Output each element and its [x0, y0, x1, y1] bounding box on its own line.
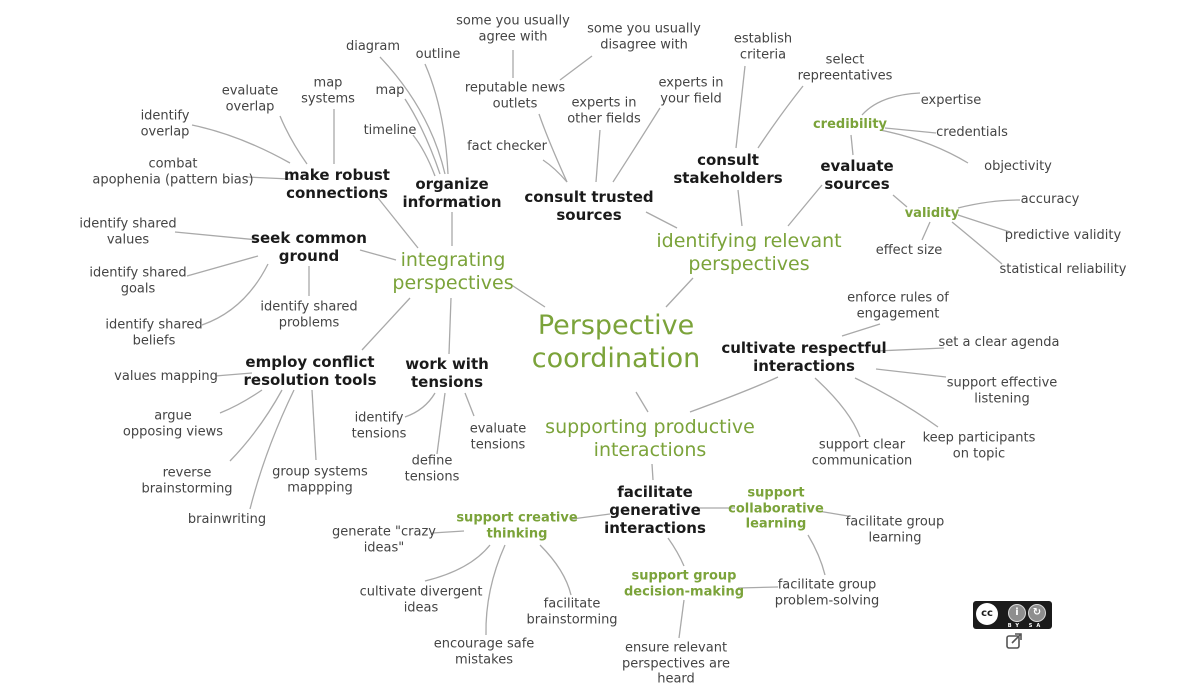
leaf-support-effective-listening[interactable]: support effective listening: [946, 375, 1058, 406]
leaf-predictive-validity[interactable]: predictive validity: [1004, 228, 1122, 244]
leaf-group-systems-mapping[interactable]: group systems mappping: [272, 464, 368, 495]
node-employ-conflict-resolution-tools[interactable]: employ conflict resolution tools: [243, 353, 377, 389]
node-credibility[interactable]: credibility: [812, 117, 888, 133]
leaf-map-systems[interactable]: map systems: [301, 75, 355, 106]
leaf-credentials[interactable]: credentials: [936, 125, 1008, 141]
leaf-facilitate-group-problem-solving[interactable]: facilitate group problem-solving: [774, 577, 880, 608]
leaf-enforce-rules-of-engagement[interactable]: enforce rules of engagement: [847, 290, 949, 321]
leaf-objectivity[interactable]: objectivity: [984, 159, 1052, 175]
branch-supporting-productive-interactions[interactable]: supporting productive interactions: [545, 416, 755, 461]
leaf-reverse-brainstorming[interactable]: reverse brainstorming: [141, 465, 233, 496]
branch-integrating-perspectives[interactable]: integrating perspectives: [392, 249, 514, 294]
leaf-outline[interactable]: outline: [415, 47, 461, 63]
node-support-creative-thinking[interactable]: support creative thinking: [456, 510, 578, 541]
central-topic[interactable]: Perspective coordination: [531, 310, 701, 374]
attribution-icon: i: [1008, 604, 1026, 622]
by-label: BY: [1007, 623, 1023, 629]
leaf-encourage-safe-mistakes[interactable]: encourage safe mistakes: [433, 636, 535, 667]
node-organize-information[interactable]: organize information: [402, 175, 502, 211]
node-cultivate-respectful-interactions[interactable]: cultivate respectful interactions: [721, 339, 887, 375]
leaf-generate-crazy-ideas[interactable]: generate "crazy ideas": [332, 524, 436, 555]
leaf-facilitate-brainstorming[interactable]: facilitate brainstorming: [526, 596, 618, 627]
license-terms-text: BY SA: [1003, 623, 1049, 629]
creative-commons-by-sa-icon[interactable]: cc i ↻ BY SA: [973, 601, 1052, 629]
leaf-define-tensions[interactable]: define tensions: [404, 453, 460, 484]
leaf-brainwriting[interactable]: brainwriting: [187, 512, 267, 528]
leaf-expertise[interactable]: expertise: [920, 93, 982, 109]
leaf-argue-opposing-views[interactable]: argue opposing views: [122, 408, 224, 439]
leaf-set-a-clear-agenda[interactable]: set a clear agenda: [938, 335, 1060, 351]
leaf-experts-in-other-fields[interactable]: experts in other fields: [567, 95, 641, 126]
node-facilitate-generative-interactions[interactable]: facilitate generative interactions: [604, 483, 706, 537]
cc-logo-icon: cc: [976, 603, 998, 625]
leaf-values-mapping[interactable]: values mapping: [114, 369, 218, 385]
leaf-cultivate-divergent-ideas[interactable]: cultivate divergent ideas: [359, 584, 483, 615]
leaf-evaluate-overlap[interactable]: evaluate overlap: [221, 83, 279, 114]
node-validity[interactable]: validity: [904, 206, 960, 222]
leaf-ensure-relevant-perspectives-are-heard[interactable]: ensure relevant perspectives are heard: [621, 640, 731, 687]
leaf-effect-size[interactable]: effect size: [875, 243, 943, 259]
node-support-group-decision-making[interactable]: support group decision-making: [623, 568, 745, 599]
leaf-some-you-usually-disagree-with[interactable]: some you usually disagree with: [587, 21, 701, 52]
leaf-diagram[interactable]: diagram: [345, 39, 401, 55]
node-consult-stakeholders[interactable]: consult stakeholders: [673, 151, 783, 187]
leaf-map[interactable]: map: [375, 83, 405, 99]
share-alike-icon: ↻: [1028, 604, 1046, 622]
leaf-accuracy[interactable]: accuracy: [1020, 192, 1080, 208]
leaf-identify-shared-beliefs[interactable]: identify shared beliefs: [105, 317, 203, 348]
branch-identifying-relevant-perspectives[interactable]: identifying relevant perspectives: [656, 230, 842, 275]
leaf-support-clear-communication[interactable]: support clear communication: [811, 437, 913, 468]
leaf-reputable-news-outlets[interactable]: reputable news outlets: [464, 80, 566, 111]
leaf-experts-in-your-field[interactable]: experts in your field: [658, 75, 724, 106]
leaf-some-you-usually-agree-with[interactable]: some you usually agree with: [456, 13, 570, 44]
leaf-identify-shared-values[interactable]: identify shared values: [79, 216, 177, 247]
leaf-timeline[interactable]: timeline: [363, 123, 417, 139]
node-evaluate-sources[interactable]: evaluate sources: [820, 157, 894, 193]
leaf-evaluate-tensions[interactable]: evaluate tensions: [469, 421, 527, 452]
leaf-combat-apophenia[interactable]: combat apophenia (pattern bias): [92, 156, 254, 187]
external-link-icon[interactable]: [1005, 632, 1023, 650]
node-work-with-tensions[interactable]: work with tensions: [405, 355, 489, 391]
sa-label: SA: [1028, 623, 1045, 629]
leaf-statistical-reliability[interactable]: statistical reliability: [999, 262, 1127, 278]
leaf-select-representatives[interactable]: select repreentatives: [797, 52, 893, 83]
node-make-robust-connections[interactable]: make robust connections: [284, 166, 390, 202]
leaf-identify-overlap[interactable]: identify overlap: [140, 108, 190, 139]
node-support-collaborative-learning[interactable]: support collaborative learning: [728, 485, 824, 532]
leaf-establish-criteria[interactable]: establish criteria: [733, 31, 793, 62]
leaf-keep-participants-on-topic[interactable]: keep participants on topic: [922, 430, 1036, 461]
node-consult-trusted-sources[interactable]: consult trusted sources: [524, 188, 654, 224]
leaf-identify-shared-goals[interactable]: identify shared goals: [89, 265, 187, 296]
leaf-identify-tensions[interactable]: identify tensions: [351, 410, 407, 441]
leaf-facilitate-group-learning[interactable]: facilitate group learning: [845, 514, 945, 545]
leaf-identify-shared-problems[interactable]: identify shared problems: [260, 299, 358, 330]
node-seek-common-ground[interactable]: seek common ground: [251, 229, 367, 265]
leaf-fact-checker[interactable]: fact checker: [467, 139, 547, 155]
